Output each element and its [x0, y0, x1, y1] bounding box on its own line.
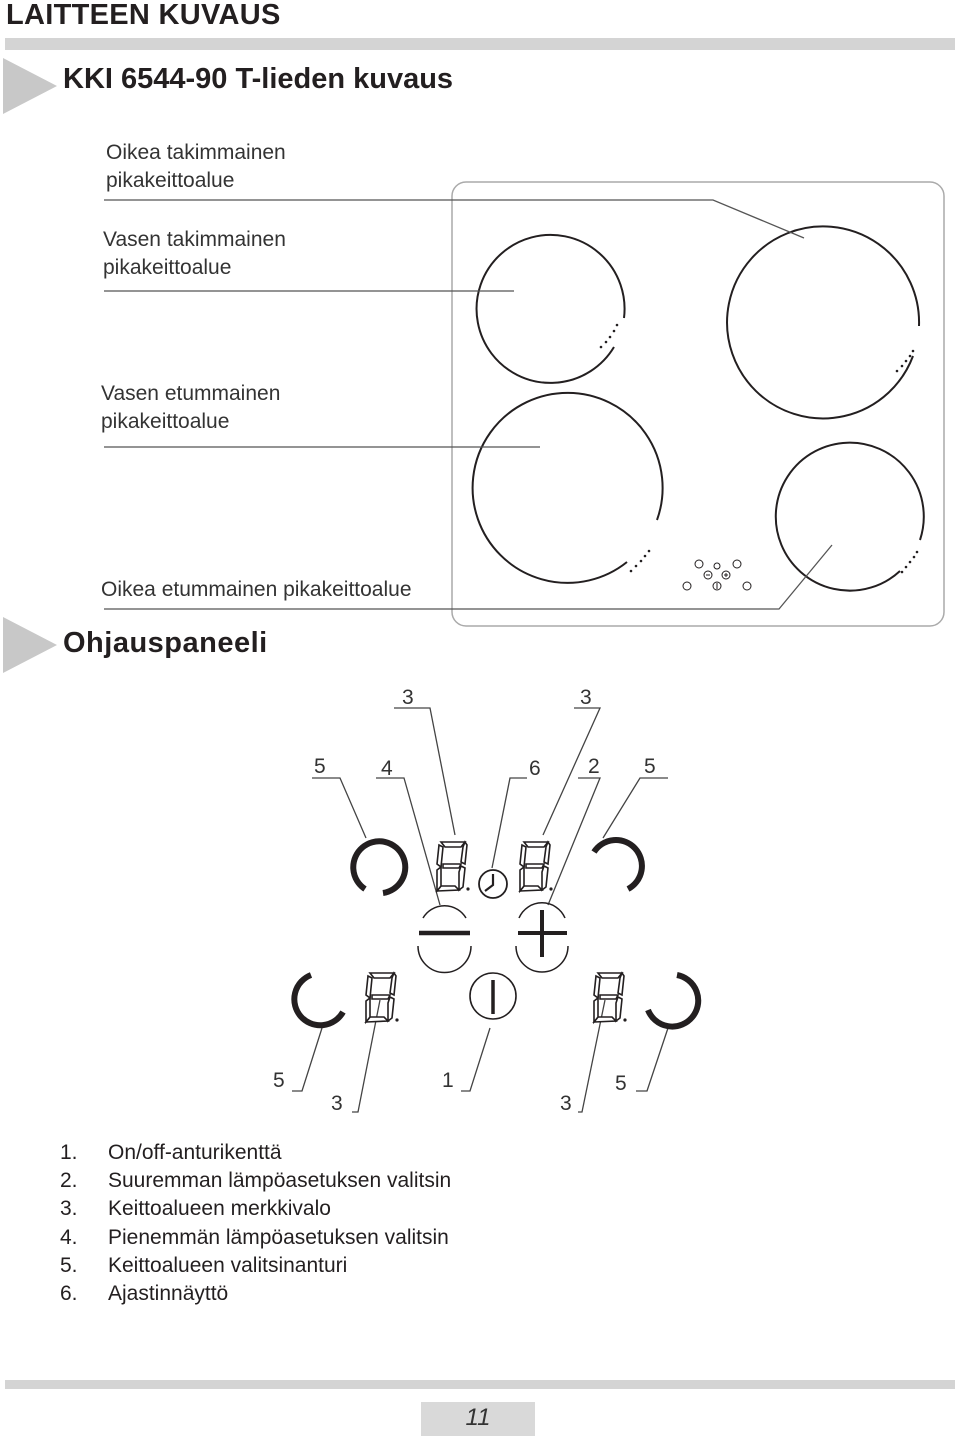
legend-number: 1. — [60, 1141, 78, 1164]
callout-2: 2 — [588, 755, 600, 778]
legend-text: Ajastinnäyttö — [108, 1282, 229, 1306]
legend-text: On/off-anturikenttä — [108, 1141, 282, 1164]
triangle-bullet-icon — [3, 58, 57, 114]
label-right-rear: Oikea takimmainen pikakeittoalue — [106, 139, 286, 195]
burner-left-rear — [475, 233, 626, 384]
power-icon — [469, 972, 517, 1020]
page-number-box — [421, 1402, 535, 1436]
label-left-front-line1: Vasen etummainen — [101, 382, 281, 405]
legend-number: 5. — [60, 1253, 78, 1277]
label-left-rear-line2: pikakeittoalue — [103, 256, 232, 279]
minus-icon — [417, 905, 472, 974]
label-right-front: Oikea etummainen pikakeittoalue — [101, 578, 412, 601]
section-title-control-panel: Ohjauspaneeli — [63, 627, 268, 659]
callout-6: 6 — [529, 757, 541, 780]
callout-bottom-3b: 3 — [560, 1092, 572, 1115]
callout-bottom-3a: 3 — [331, 1092, 343, 1115]
legend-number: 3. — [60, 1197, 78, 1221]
callout-top-3a: 3 — [402, 686, 414, 709]
legend-item: 3. Keittoalueen merkkivalo — [60, 1195, 451, 1223]
callout-5-left: 5 — [314, 755, 326, 778]
callout-4: 4 — [381, 757, 393, 780]
page-number: 11 — [465, 1404, 491, 1431]
label-leader-lines — [104, 199, 833, 610]
callout-top-3b: 3 — [580, 686, 592, 709]
mini-control-panel — [682, 559, 752, 591]
selector-ring-top-right — [591, 837, 645, 892]
callout-bottom-5b: 5 — [615, 1072, 627, 1095]
legend-list: 1. On/off-anturikenttä 2. Suuremman lämpöa… — [60, 1139, 451, 1308]
label-left-front: Vasen etummainen pikakeittoalue — [101, 380, 280, 436]
triangle-bullet-icon — [3, 617, 57, 673]
burner-right-rear — [726, 225, 921, 420]
label-right-rear-line1: Oikea takimmainen — [106, 141, 286, 164]
cooktop-outline — [451, 181, 945, 627]
clock-icon — [478, 869, 508, 899]
selector-ring-bottom-right — [645, 972, 702, 1030]
chapter-title: LAITTEEN KUVAUS — [6, 0, 281, 31]
label-left-front-line2: pikakeittoalue — [101, 410, 230, 433]
legend-number: 2. — [60, 1169, 78, 1193]
burner-right-front — [774, 441, 925, 592]
legend-item: 2. Suuremman lämpöasetuksen valitsin — [60, 1167, 451, 1195]
burner-indicator-dots — [599, 323, 919, 574]
callout-lines — [292, 707, 669, 1113]
legend-number: 6. — [60, 1282, 78, 1306]
legend-number: 4. — [60, 1225, 78, 1249]
header-divider — [5, 38, 955, 50]
legend-text: Keittoalueen merkkivalo — [108, 1197, 331, 1221]
plus-icon — [515, 902, 569, 973]
label-right-rear-line2: pikakeittoalue — [106, 169, 235, 192]
legend-item: 1. On/off-anturikenttä — [60, 1139, 451, 1167]
legend-item: 6. Ajastinnäyttö — [60, 1280, 451, 1308]
burner-left-front — [471, 391, 664, 584]
seven-segment-digit-icon — [364, 840, 627, 1025]
section-title-cooktop: KKI 6544-90 T-lieden kuvaus — [63, 63, 454, 95]
legend-text: Keittoalueen valitsinanturi — [108, 1253, 348, 1277]
callout-bottom-1: 1 — [442, 1069, 454, 1092]
callout-5-right: 5 — [644, 755, 656, 778]
label-left-rear-line1: Vasen takimmainen — [103, 228, 286, 251]
label-left-rear: Vasen takimmainen pikakeittoalue — [103, 226, 286, 282]
legend-item: 5. Keittoalueen valitsinanturi — [60, 1252, 451, 1280]
legend-text: Pienemmän lämpöasetuksen valitsin — [108, 1225, 449, 1249]
legend-text: Suuremman lämpöasetuksen valitsin — [108, 1169, 452, 1193]
selector-ring-top-left — [350, 838, 409, 896]
legend-item: 4. Pienemmän lämpöasetuksen valitsin — [60, 1224, 451, 1252]
selector-ring-bottom-left — [291, 972, 346, 1029]
callout-bottom-5a: 5 — [273, 1069, 285, 1092]
footer-divider — [5, 1380, 955, 1389]
